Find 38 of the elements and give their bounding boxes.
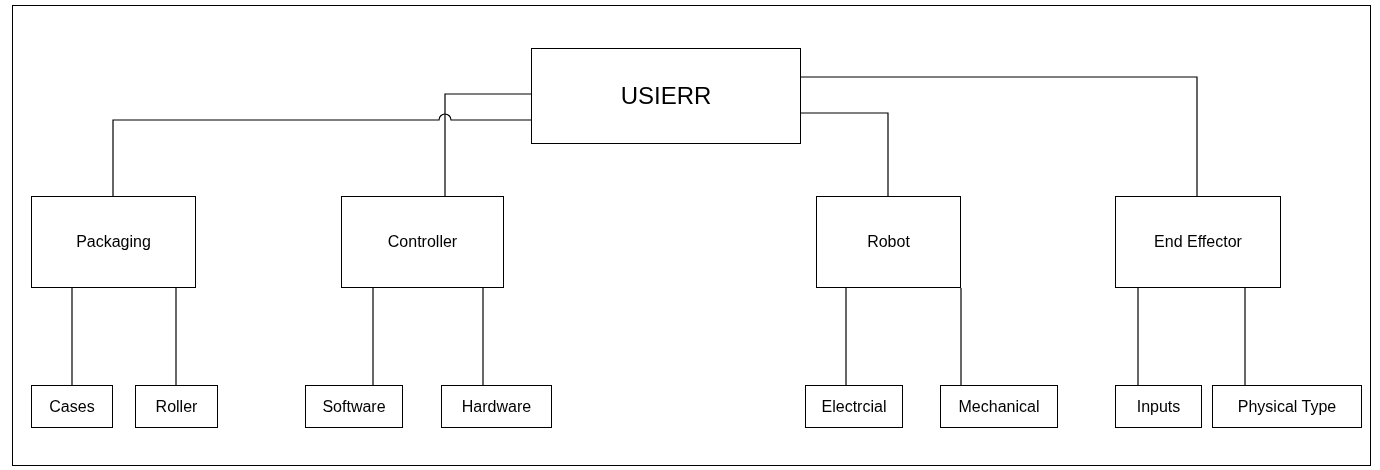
process-box (805, 385, 903, 428)
box-label: Controller (387, 233, 458, 251)
process-box (940, 385, 1058, 428)
process-box (305, 385, 403, 428)
connector-line (482, 287, 484, 386)
connector-line (175, 287, 177, 386)
box-label: Packaging (76, 233, 151, 251)
box-label: USIERR (620, 82, 712, 110)
process-box (341, 196, 504, 288)
box-label: Robot (867, 233, 910, 251)
connector-line (845, 287, 847, 386)
box-label: Mechanical (958, 397, 1040, 416)
process-box (1115, 385, 1202, 428)
connector-line (444, 93, 532, 197)
box-label: End Effector (1154, 233, 1242, 251)
box-label: Roller (155, 397, 198, 416)
connector-line (71, 287, 73, 386)
process-box (1212, 385, 1362, 428)
connector-line (112, 113, 532, 197)
box-label: Software (322, 397, 386, 416)
process-box (816, 196, 961, 288)
box-label: Cases (49, 397, 95, 416)
connector-line (960, 287, 962, 386)
box-label: Inputs (1136, 397, 1181, 416)
process-box (441, 385, 552, 428)
connector-line (800, 76, 1198, 197)
connector-line (800, 112, 889, 197)
connector-line (1244, 287, 1246, 386)
box-label: Electrcial (821, 397, 887, 416)
connector-line (1137, 287, 1139, 386)
process-box (31, 196, 196, 288)
box-label: Physical Type (1237, 397, 1337, 416)
process-box (31, 385, 113, 428)
box-label: Hardware (461, 397, 532, 416)
process-box (1115, 196, 1281, 288)
root-box (531, 48, 801, 144)
connector-line (372, 287, 374, 386)
process-box (135, 385, 218, 428)
